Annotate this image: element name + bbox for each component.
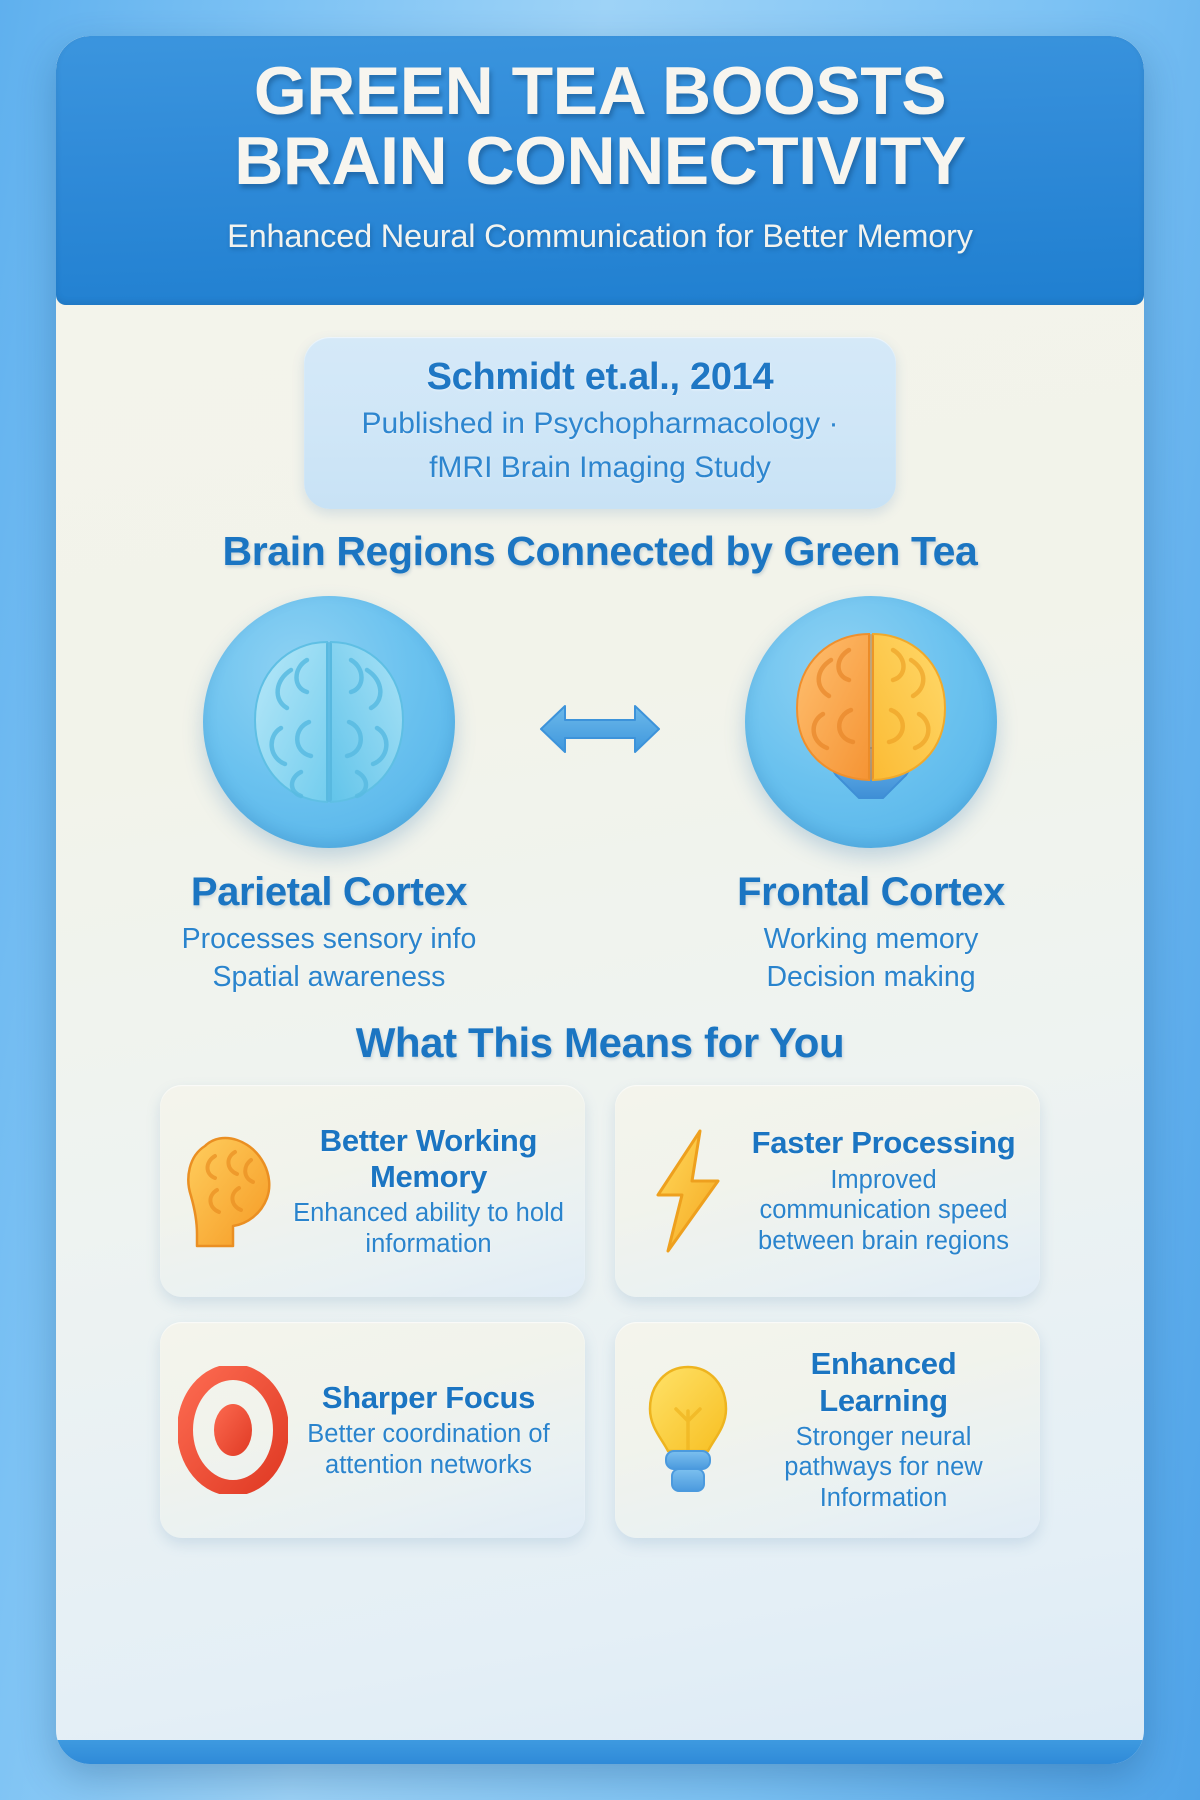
- benefit-desc: Better coordination of attention network…: [307, 1420, 550, 1479]
- benefit-desc: Improved communication speed between bra…: [758, 1165, 1009, 1255]
- lightbulb-icon: [648, 1365, 728, 1492]
- benefit-card-enhanced-learning[interactable]: Enhanced Learning Stronger neural pathwa…: [615, 1322, 1040, 1538]
- lightning-bolt-icon: [656, 1129, 720, 1253]
- orange-brain-icon: [795, 632, 947, 799]
- page-subtitle: Enhanced Neural Communication for Better…: [227, 218, 973, 255]
- region-desc-line-2: Spatial awareness: [212, 960, 446, 993]
- region-desc-frontal: Working memory Decision making: [675, 921, 1067, 997]
- region-name-parietal: Parietal Cortex: [190, 870, 468, 914]
- title-line-2: BRAIN CONNECTIVITY: [234, 123, 966, 200]
- benefits-grid: Better Working Memory Enhanced ability t…: [160, 1085, 1040, 1538]
- benefit-icon-wrap: [174, 1366, 292, 1494]
- footer-strip: [56, 1740, 1144, 1764]
- region-desc-line-2: Decision making: [766, 960, 976, 993]
- head-profile-icon: [187, 1136, 271, 1248]
- region-name-frontal: Frontal Cortex: [737, 870, 1005, 914]
- brain-regions-row: Parietal Cortex Processes sensory info S…: [56, 596, 1144, 997]
- benefit-title: Faster Processing: [751, 1125, 1016, 1161]
- benefit-card-faster-processing[interactable]: Faster Processing Improved communication…: [615, 1085, 1040, 1297]
- benefit-title: Sharper Focus: [321, 1379, 536, 1415]
- region-desc-line-1: Working memory: [763, 923, 979, 955]
- blue-brain-disc: [203, 596, 455, 848]
- double-headed-arrow-icon: [540, 705, 660, 753]
- target-icon: [178, 1366, 288, 1494]
- citation-method: fMRI Brain Imaging Study: [429, 451, 771, 485]
- region-frontal: Frontal Cortex Working memory Decision m…: [675, 596, 1067, 997]
- citation-journal: Published in Psychopharmacology ·: [361, 407, 839, 440]
- benefit-card-sharper-focus[interactable]: Sharper Focus Better coordination of att…: [160, 1322, 585, 1538]
- benefit-text: Faster Processing Improved communication…: [747, 1125, 1024, 1256]
- benefit-text: Better Working Memory Enhanced ability t…: [292, 1123, 569, 1260]
- benefit-card-better-working-memory[interactable]: Better Working Memory Enhanced ability t…: [160, 1085, 585, 1297]
- benefit-title: Better Working Memory: [319, 1122, 538, 1194]
- benefit-icon-wrap: [174, 1130, 292, 1252]
- benefit-desc: Stronger neural pathways for new Informa…: [784, 1422, 983, 1513]
- region-desc-parietal: Processes sensory info Spatial awareness: [133, 921, 525, 997]
- orange-brain-disc: [745, 596, 997, 848]
- benefit-text: Enhanced Learning Stronger neural pathwa…: [747, 1346, 1024, 1513]
- benefit-icon-wrap: [629, 1363, 747, 1497]
- connector-arrow-wrap: [525, 596, 675, 766]
- regions-heading: Brain Regions Connected by Green Tea: [222, 528, 978, 574]
- page-title: GREEN TEA BOOSTS BRAIN CONNECTIVITY: [56, 56, 1144, 196]
- blue-brain-icon: [253, 640, 405, 804]
- benefits-heading: What This Means for You: [355, 1019, 845, 1066]
- region-desc-line-1: Processes sensory info: [181, 923, 477, 955]
- poster-header: GREEN TEA BOOSTS BRAIN CONNECTIVITY Enha…: [56, 36, 1144, 305]
- poster-card: GREEN TEA BOOSTS BRAIN CONNECTIVITY Enha…: [56, 36, 1144, 1764]
- citation-box: Schmidt et.al., 2014 Published in Psycho…: [304, 337, 896, 510]
- benefit-desc: Enhanced ability to hold information: [293, 1199, 564, 1258]
- citation-study: Schmidt et.al., 2014: [426, 356, 774, 398]
- region-parietal: Parietal Cortex Processes sensory info S…: [133, 596, 525, 997]
- title-line-1: GREEN TEA BOOSTS: [253, 53, 947, 129]
- benefit-text: Sharper Focus Better coordination of att…: [292, 1380, 569, 1480]
- benefit-icon-wrap: [629, 1127, 747, 1255]
- benefit-title: Enhanced Learning: [810, 1346, 957, 1418]
